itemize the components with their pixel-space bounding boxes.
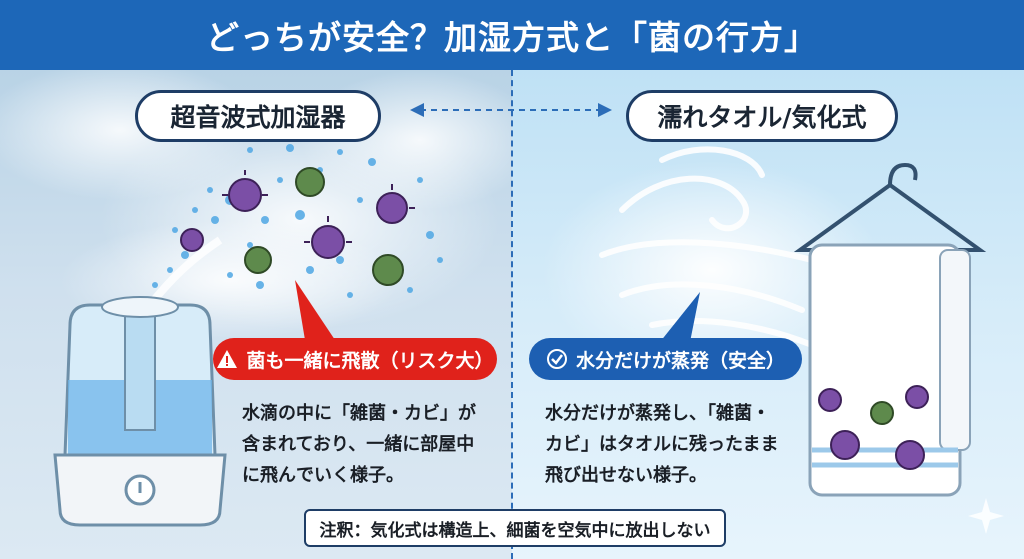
risk-badge: 菌も一緒に飛散（リスク大） [213,338,497,380]
safe-callout-pointer [660,292,700,342]
bacteria-icon [180,167,408,286]
wind-icon [542,146,882,380]
towel-evaporative-label: 濡れタオル/気化式 [626,90,898,142]
ultrasonic-label: 超音波式加湿器 [135,90,381,142]
risk-badge-text: 菌も一緒に飛散（リスク大） [246,349,494,372]
description-line: 水分だけが蒸発し、「雑菌・ [545,403,770,424]
warning-callout-pointer [295,280,335,340]
sparkle-icon [968,498,1004,534]
towel-description: 水分だけが蒸発し、「雑菌・ カビ」はタオルに残ったまま 飛び出せない様子。 [545,398,778,491]
description-line: カビ」はタオルに残ったまま [545,434,779,455]
humidifier-icon [53,296,227,527]
towel-icon [793,162,987,497]
double-arrow-icon [410,103,612,117]
page-title: どっちが安全？加湿方式と「菌の行方」 [206,18,818,57]
header-bar: どっちが安全？加湿方式と「菌の行方」 [0,0,1024,70]
hanger-icon [793,162,987,252]
safe-badge: 水分だけが蒸発（安全） [529,338,802,380]
description-line: に飛んでいく様子。 [242,465,404,486]
ultrasonic-description: 水滴の中に「雑菌・カビ」が 含まれており、一緒に部屋中 に飛んでいく様子。 [242,398,476,491]
description-line: 水滴の中に「雑菌・カビ」が [242,403,476,424]
footnote-text: 注釈：気化式は構造上、細菌を空気中に放出しない [319,520,711,541]
bacteria-cluster-left [180,167,415,286]
warning-triangle-icon [217,350,238,368]
water-droplets [146,144,443,308]
safe-badge-text: 水分だけが蒸発（安全） [575,349,785,372]
center-divider [511,70,513,559]
description-line: 含まれており、一緒に部屋中 [242,434,475,455]
footnote-box: 注釈：気化式は構造上、細菌を空気中に放出しない [304,509,726,547]
checkmark-circle-icon [546,349,567,369]
description-line: 飛び出せない様子。 [545,465,707,486]
